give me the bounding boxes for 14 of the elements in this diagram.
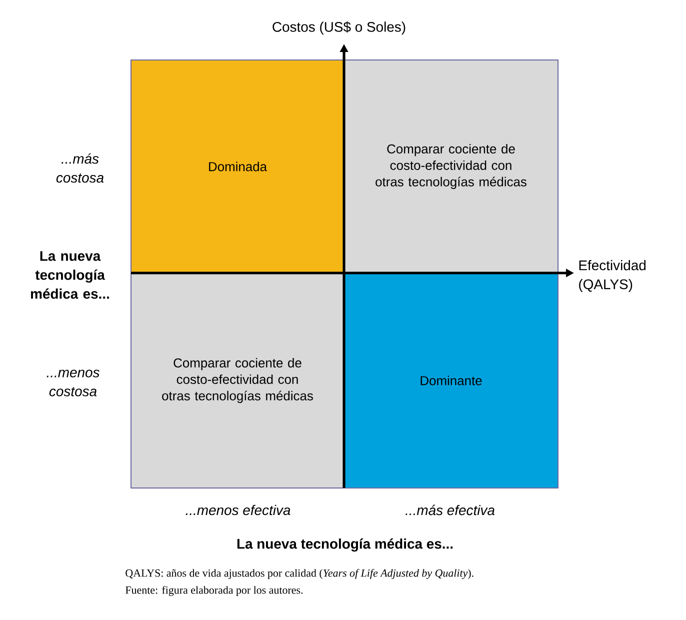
caption: QALYS: años de vida ajustados por calidad (Years of Life Adjusted by Quality). — [126, 568, 474, 580]
axis-title: La nueva tecnología médica es... — [237, 538, 453, 552]
side-label: ...más efectiva — [406, 504, 494, 516]
quadrant-box: Dominada — [131, 60, 344, 273]
side-label: ...menos costosa — [46, 370, 100, 396]
quadrant-box: Comparar cociente de costo-efectividad con otras tecnologías médicas — [344, 60, 558, 273]
source-note: Fuente: figura elaborada por los autores. — [126, 586, 303, 596]
side-label: ...menos efectiva — [186, 504, 290, 516]
quadrant-box: Dominante — [344, 273, 558, 488]
axis-title: Costos (US$ o Soles) — [272, 21, 406, 35]
side-label: ...más costosa — [56, 153, 104, 183]
axis-title: Efectividad (QALYS) — [579, 260, 646, 292]
quadrant-box: Comparar cociente de costo-efectividad con otras tecnologías médicas — [131, 273, 344, 488]
axis-title: La nueva tecnología médica es... — [31, 251, 109, 299]
